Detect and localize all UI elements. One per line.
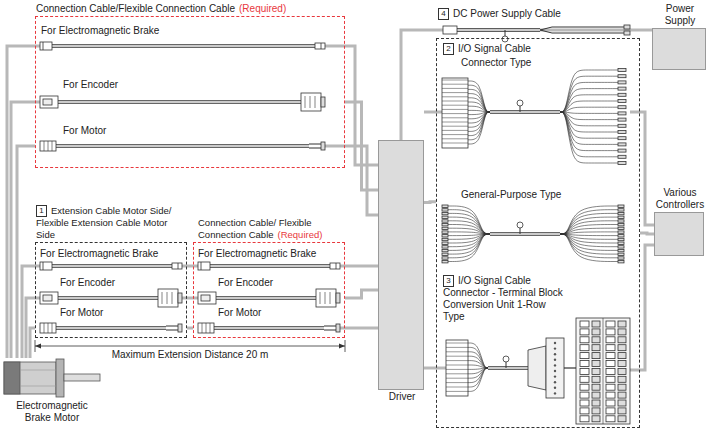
- label-text: For Motor: [218, 307, 261, 318]
- connector-line: [401, 30, 652, 140]
- text-group: 3I/O Signal Cable Connector - Terminal B…: [443, 275, 568, 323]
- cable-group-box: Connection Cable/ Flexible Connection Ca…: [193, 242, 345, 338]
- text-group: For Electromagnetic Brake: [198, 248, 316, 260]
- text-group: Electromagnetic Brake Motor: [2, 400, 102, 424]
- label-text: For Encoder: [63, 79, 118, 90]
- text-group: For Electromagnetic Brake: [40, 248, 158, 260]
- label-text: For Electromagnetic Brake: [40, 248, 158, 259]
- wiring: [7, 46, 654, 370]
- callout-number: 2: [443, 43, 454, 55]
- text-group: Various Controllers: [652, 187, 708, 211]
- label-text: Driver: [389, 391, 416, 402]
- cable-drawings: [35, 25, 630, 424]
- label-text: General-Purpose Type: [461, 189, 561, 200]
- text-group: For Motor: [63, 125, 106, 137]
- label-text: Extension Cable Motor Side/ Flexible Ext…: [36, 205, 171, 240]
- text-group: For Encoder: [63, 79, 118, 91]
- text-group: 2 I/O Signal Cable: [443, 43, 531, 55]
- label-text: DC Power Supply Cable: [453, 8, 561, 19]
- label-text: Various Controllers: [656, 187, 704, 210]
- text-group: 1Extension Cable Motor Side/ Flexible Ex…: [36, 205, 186, 241]
- text-group: Connection Cable/ Flexible Connection Ca…: [198, 217, 346, 241]
- text-group: For Motor: [218, 307, 261, 319]
- text-group: Connection Cable/Flexible Connection Cab…: [36, 3, 356, 15]
- required-note: (Required): [239, 3, 286, 14]
- label-text: For Encoder: [218, 277, 273, 288]
- callout-number: 1: [36, 205, 47, 217]
- text-group: For Electromagnetic Brake: [41, 25, 159, 37]
- motor-illustration: [4, 359, 100, 397]
- text-group: Driver: [369, 391, 435, 403]
- label-text: For Motor: [63, 125, 106, 136]
- required-note: (Required): [278, 229, 323, 240]
- driver-box: Driver: [378, 140, 424, 390]
- label-text: Power Supply: [665, 3, 696, 26]
- label-text: Connector Type: [461, 57, 531, 68]
- connector-line: [640, 233, 654, 234]
- power-supply-box: Power Supply: [652, 28, 706, 70]
- label-text: Connection Cable/Flexible Connection Cab…: [36, 3, 235, 14]
- cable-group-box: Connection Cable/Flexible Connection Cab…: [35, 16, 345, 168]
- label-text: I/O Signal Cable: [458, 43, 531, 54]
- label-text: For Encoder: [60, 277, 115, 288]
- text-group: For Motor: [60, 307, 103, 319]
- cable-group-box: 2 I/O Signal CableConnector TypeGeneral-P…: [436, 38, 640, 428]
- controller-box: Various Controllers: [654, 212, 704, 256]
- label-text: For Motor: [60, 307, 103, 318]
- connector-line: [345, 290, 378, 298]
- callout-number: 4: [438, 8, 449, 20]
- callout-number: 3: [443, 275, 454, 287]
- motor: Electromagnetic Brake Motor: [2, 358, 102, 398]
- text-group: Maximum Extension Distance 20 m: [35, 349, 345, 361]
- label-text: For Electromagnetic Brake: [41, 25, 159, 36]
- text-group: For Encoder: [218, 277, 273, 289]
- text-group: For Encoder: [60, 277, 115, 289]
- label-text: Maximum Extension Distance 20 m: [109, 349, 272, 360]
- connector-line: [424, 200, 436, 204]
- cable-group-box: 1Extension Cable Motor Side/ Flexible Ex…: [35, 242, 187, 338]
- text-group: Connector Type: [461, 57, 531, 69]
- text-group: 4 DC Power Supply Cable: [438, 8, 561, 20]
- label-text: For Electromagnetic Brake: [198, 248, 316, 259]
- text-group: General-Purpose Type: [461, 189, 561, 201]
- label-text: I/O Signal Cable Connector - Terminal Bl…: [443, 275, 563, 322]
- label-text: Electromagnetic Brake Motor: [16, 400, 88, 423]
- text-group: Power Supply: [655, 3, 705, 27]
